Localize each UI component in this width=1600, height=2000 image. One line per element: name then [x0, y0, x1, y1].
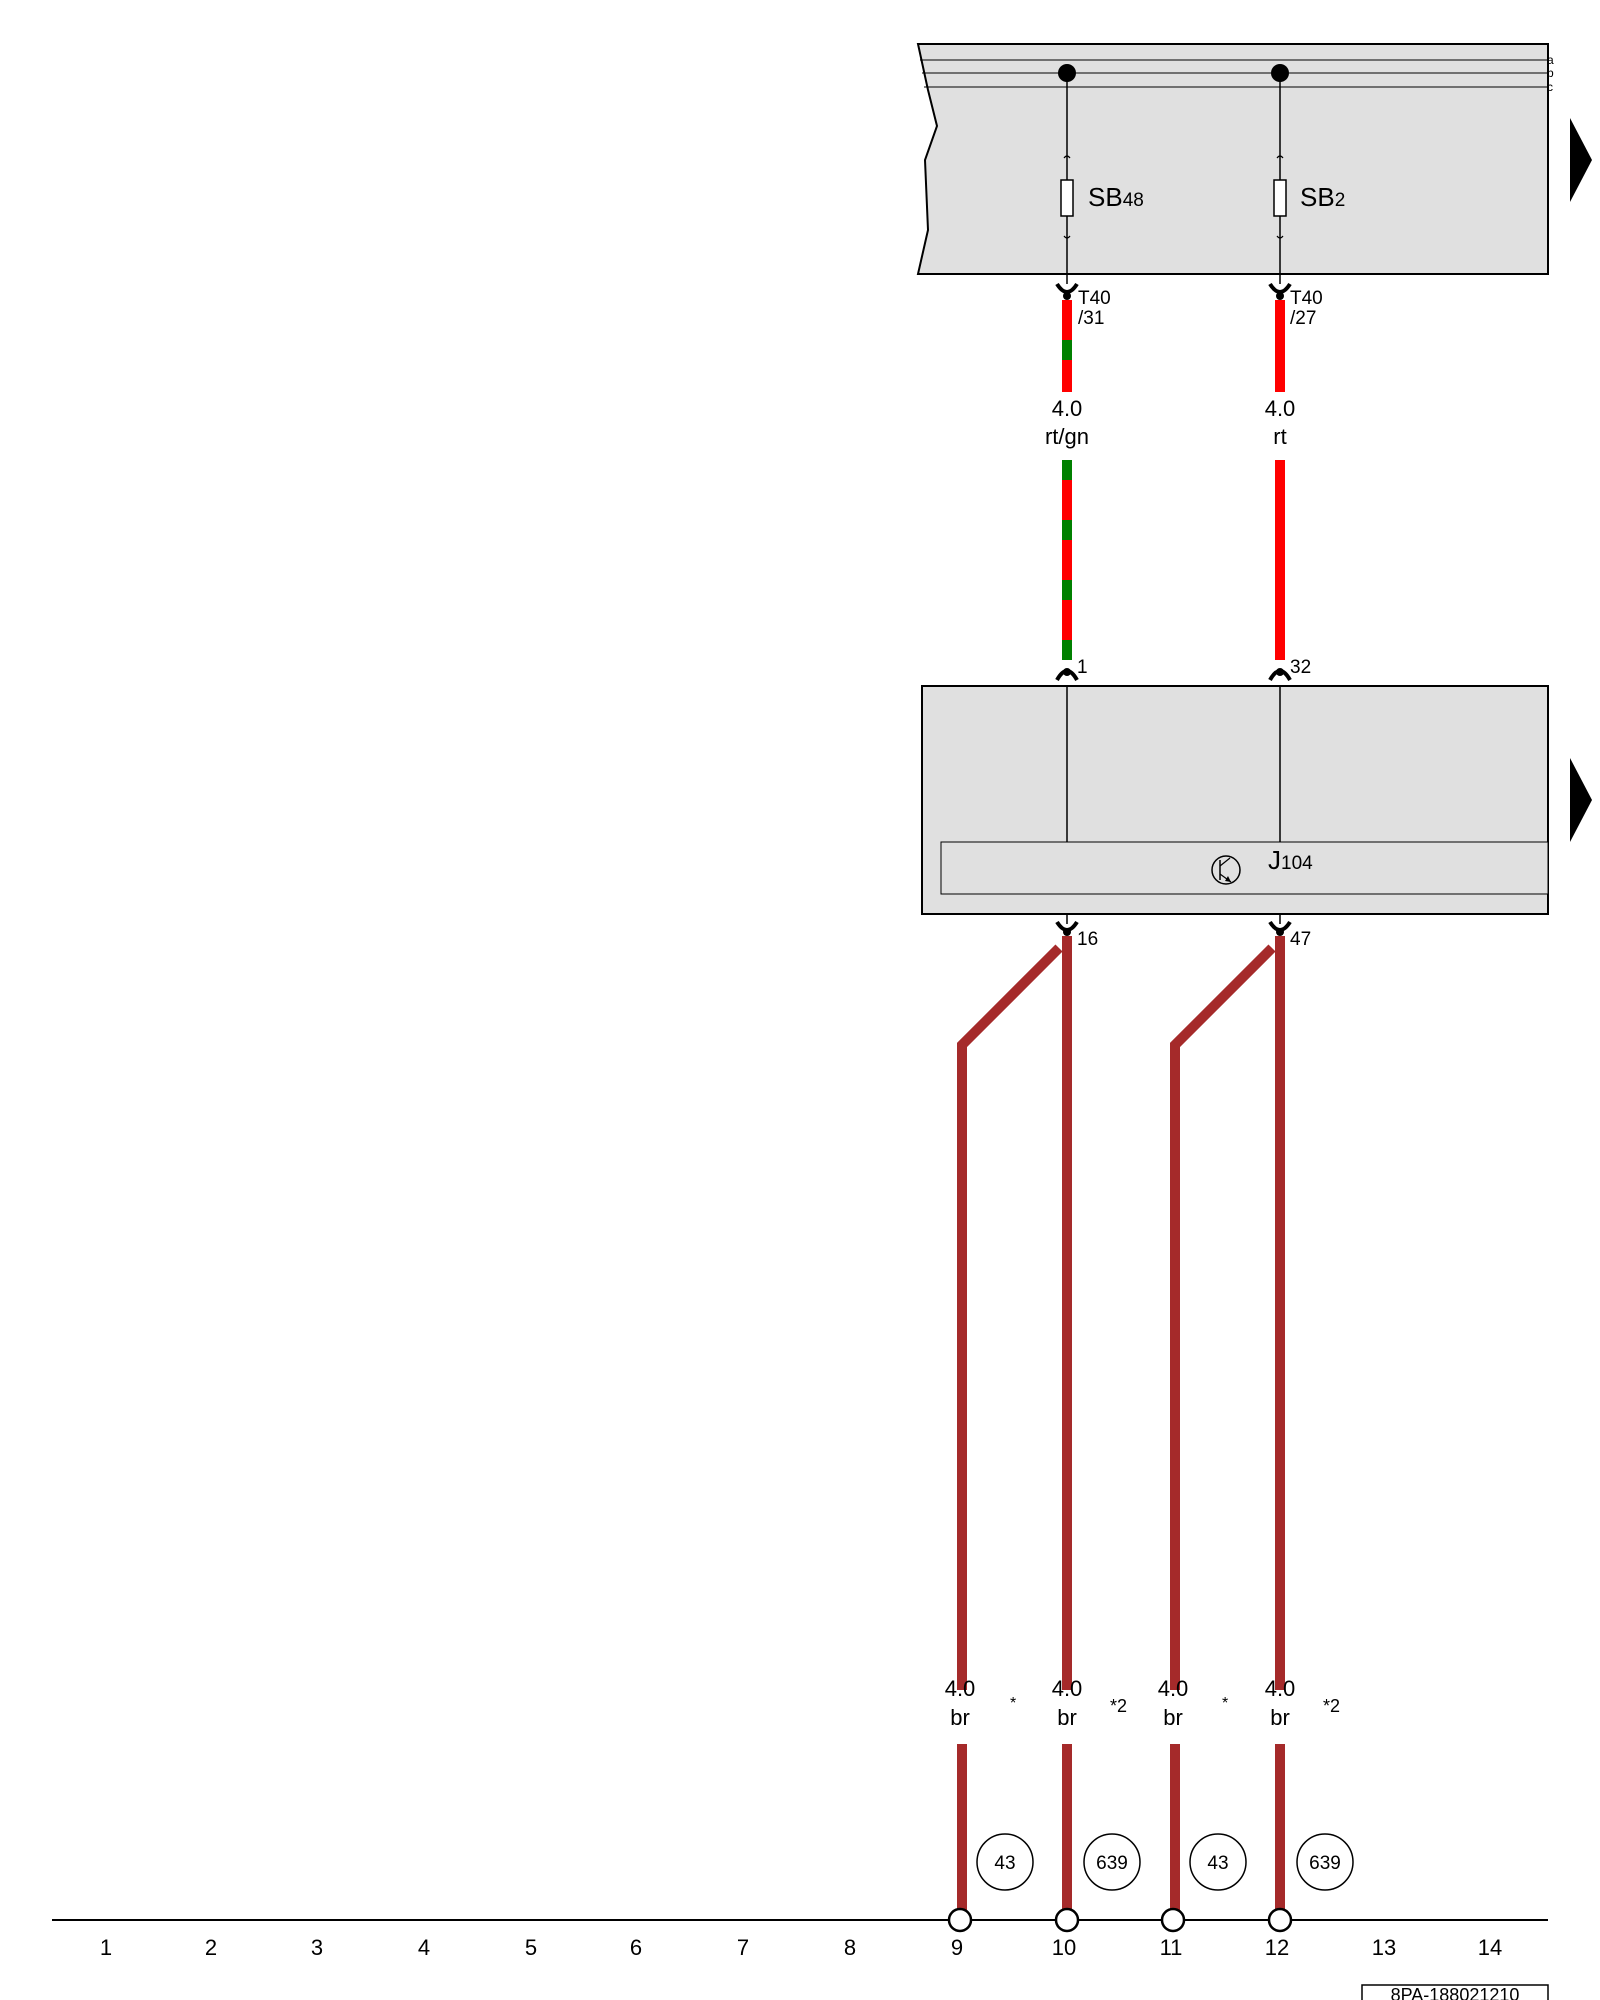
- wire-size-label: 4.0: [945, 1676, 976, 1701]
- svg-text:8PA-188021210: 8PA-188021210: [1391, 1985, 1520, 2000]
- wire-rt-lower: [1275, 460, 1285, 660]
- pin-label-47: 47: [1290, 929, 1311, 950]
- pin-label-t40-27: T40/27: [1290, 288, 1323, 329]
- bus-junction: [1160, 1907, 1186, 1933]
- svg-text:43: 43: [1207, 1853, 1228, 1874]
- track-number: 13: [1372, 1935, 1396, 1960]
- ref-circle: 639: [1083, 1833, 1141, 1891]
- wire-color-label: br: [1270, 1705, 1290, 1730]
- track-number: 10: [1052, 1935, 1076, 1960]
- track-number: 3: [311, 1935, 323, 1960]
- bus-label-b: b: [1547, 66, 1554, 80]
- svg-text:639: 639: [1096, 1853, 1128, 1874]
- connector-t40-31: [1055, 282, 1079, 300]
- svg-text:43: 43: [994, 1853, 1015, 1874]
- connector-pin-16: [1055, 920, 1079, 936]
- footnote-marker: *2: [1323, 1696, 1340, 1716]
- track-number: 11: [1160, 1935, 1183, 1960]
- ref-circle: 43: [976, 1833, 1034, 1891]
- wire-size-label: 4.0: [1158, 1676, 1189, 1701]
- svg-text:639: 639: [1309, 1853, 1341, 1874]
- fuse-2-label: SB2: [1300, 182, 1345, 212]
- control-module: [921, 685, 1549, 915]
- track-number: 5: [525, 1935, 537, 1960]
- connector-pin-1: [1055, 668, 1079, 682]
- pin-label-32: 32: [1290, 657, 1311, 678]
- continuation-arrow-icon: [1570, 118, 1592, 202]
- ref-circle: 639: [1296, 1833, 1354, 1891]
- bus-junction: [1054, 1907, 1080, 1933]
- connector-pin-47: [1268, 920, 1292, 936]
- fuse-1-label: SB48: [1088, 182, 1144, 212]
- track-number: 1: [100, 1935, 112, 1960]
- wire-size-label: 4.0: [1052, 1676, 1083, 1701]
- wire-br-3: [1170, 944, 1276, 1910]
- wire-color-label: rt/gn: [1045, 424, 1089, 449]
- wire-color-label: br: [950, 1705, 970, 1730]
- ref-circle: 43: [1189, 1833, 1247, 1891]
- wire-rt-gn-lower: [1062, 460, 1072, 660]
- document-id: 8PA-188021210: [1361, 1984, 1549, 2000]
- connector-t40-27: [1268, 282, 1292, 300]
- track-number: 4: [418, 1935, 430, 1960]
- wire-br-1: [957, 944, 1063, 1910]
- track-number: 7: [737, 1935, 749, 1960]
- continuation-arrow-icon: [1570, 758, 1592, 842]
- bus-junction: [1267, 1907, 1293, 1933]
- track-number: 2: [205, 1935, 217, 1960]
- wire-rt-upper: [1275, 300, 1285, 392]
- pin-label-16: 16: [1077, 929, 1098, 950]
- bus-label-a: a: [1547, 53, 1554, 67]
- transistor-icon: [1211, 855, 1241, 885]
- bus-junction: [947, 1907, 973, 1933]
- fuse-box: [916, 43, 1549, 275]
- wire-color-label: br: [1057, 1705, 1077, 1730]
- connector-pin-32: [1268, 668, 1292, 682]
- fuse-sb48: [1058, 64, 1076, 284]
- pin-label-t40-31: T40/31: [1078, 288, 1111, 329]
- fuse-sb2: [1271, 64, 1289, 284]
- track-number: 8: [844, 1935, 856, 1960]
- track-number: 14: [1478, 1935, 1502, 1960]
- footnote-marker: *2: [1110, 1696, 1127, 1716]
- track-number: 6: [630, 1935, 642, 1960]
- wire-rt-gn-upper: [1062, 300, 1072, 392]
- track-number: 12: [1265, 1935, 1289, 1960]
- wire-size-label: 4.0: [1052, 396, 1083, 421]
- wire-color-label: br: [1163, 1705, 1183, 1730]
- wire-size-label: 4.0: [1265, 396, 1296, 421]
- wire-color-label: rt: [1273, 424, 1286, 449]
- track-number: 9: [951, 1935, 963, 1960]
- footnote-marker: *: [1010, 1695, 1016, 1712]
- module-label: J104: [1268, 845, 1313, 875]
- bus-label-c: c: [1547, 80, 1553, 94]
- pin-label-1: 1: [1077, 657, 1088, 678]
- footnote-marker: *: [1222, 1695, 1228, 1712]
- wire-size-label: 4.0: [1265, 1676, 1296, 1701]
